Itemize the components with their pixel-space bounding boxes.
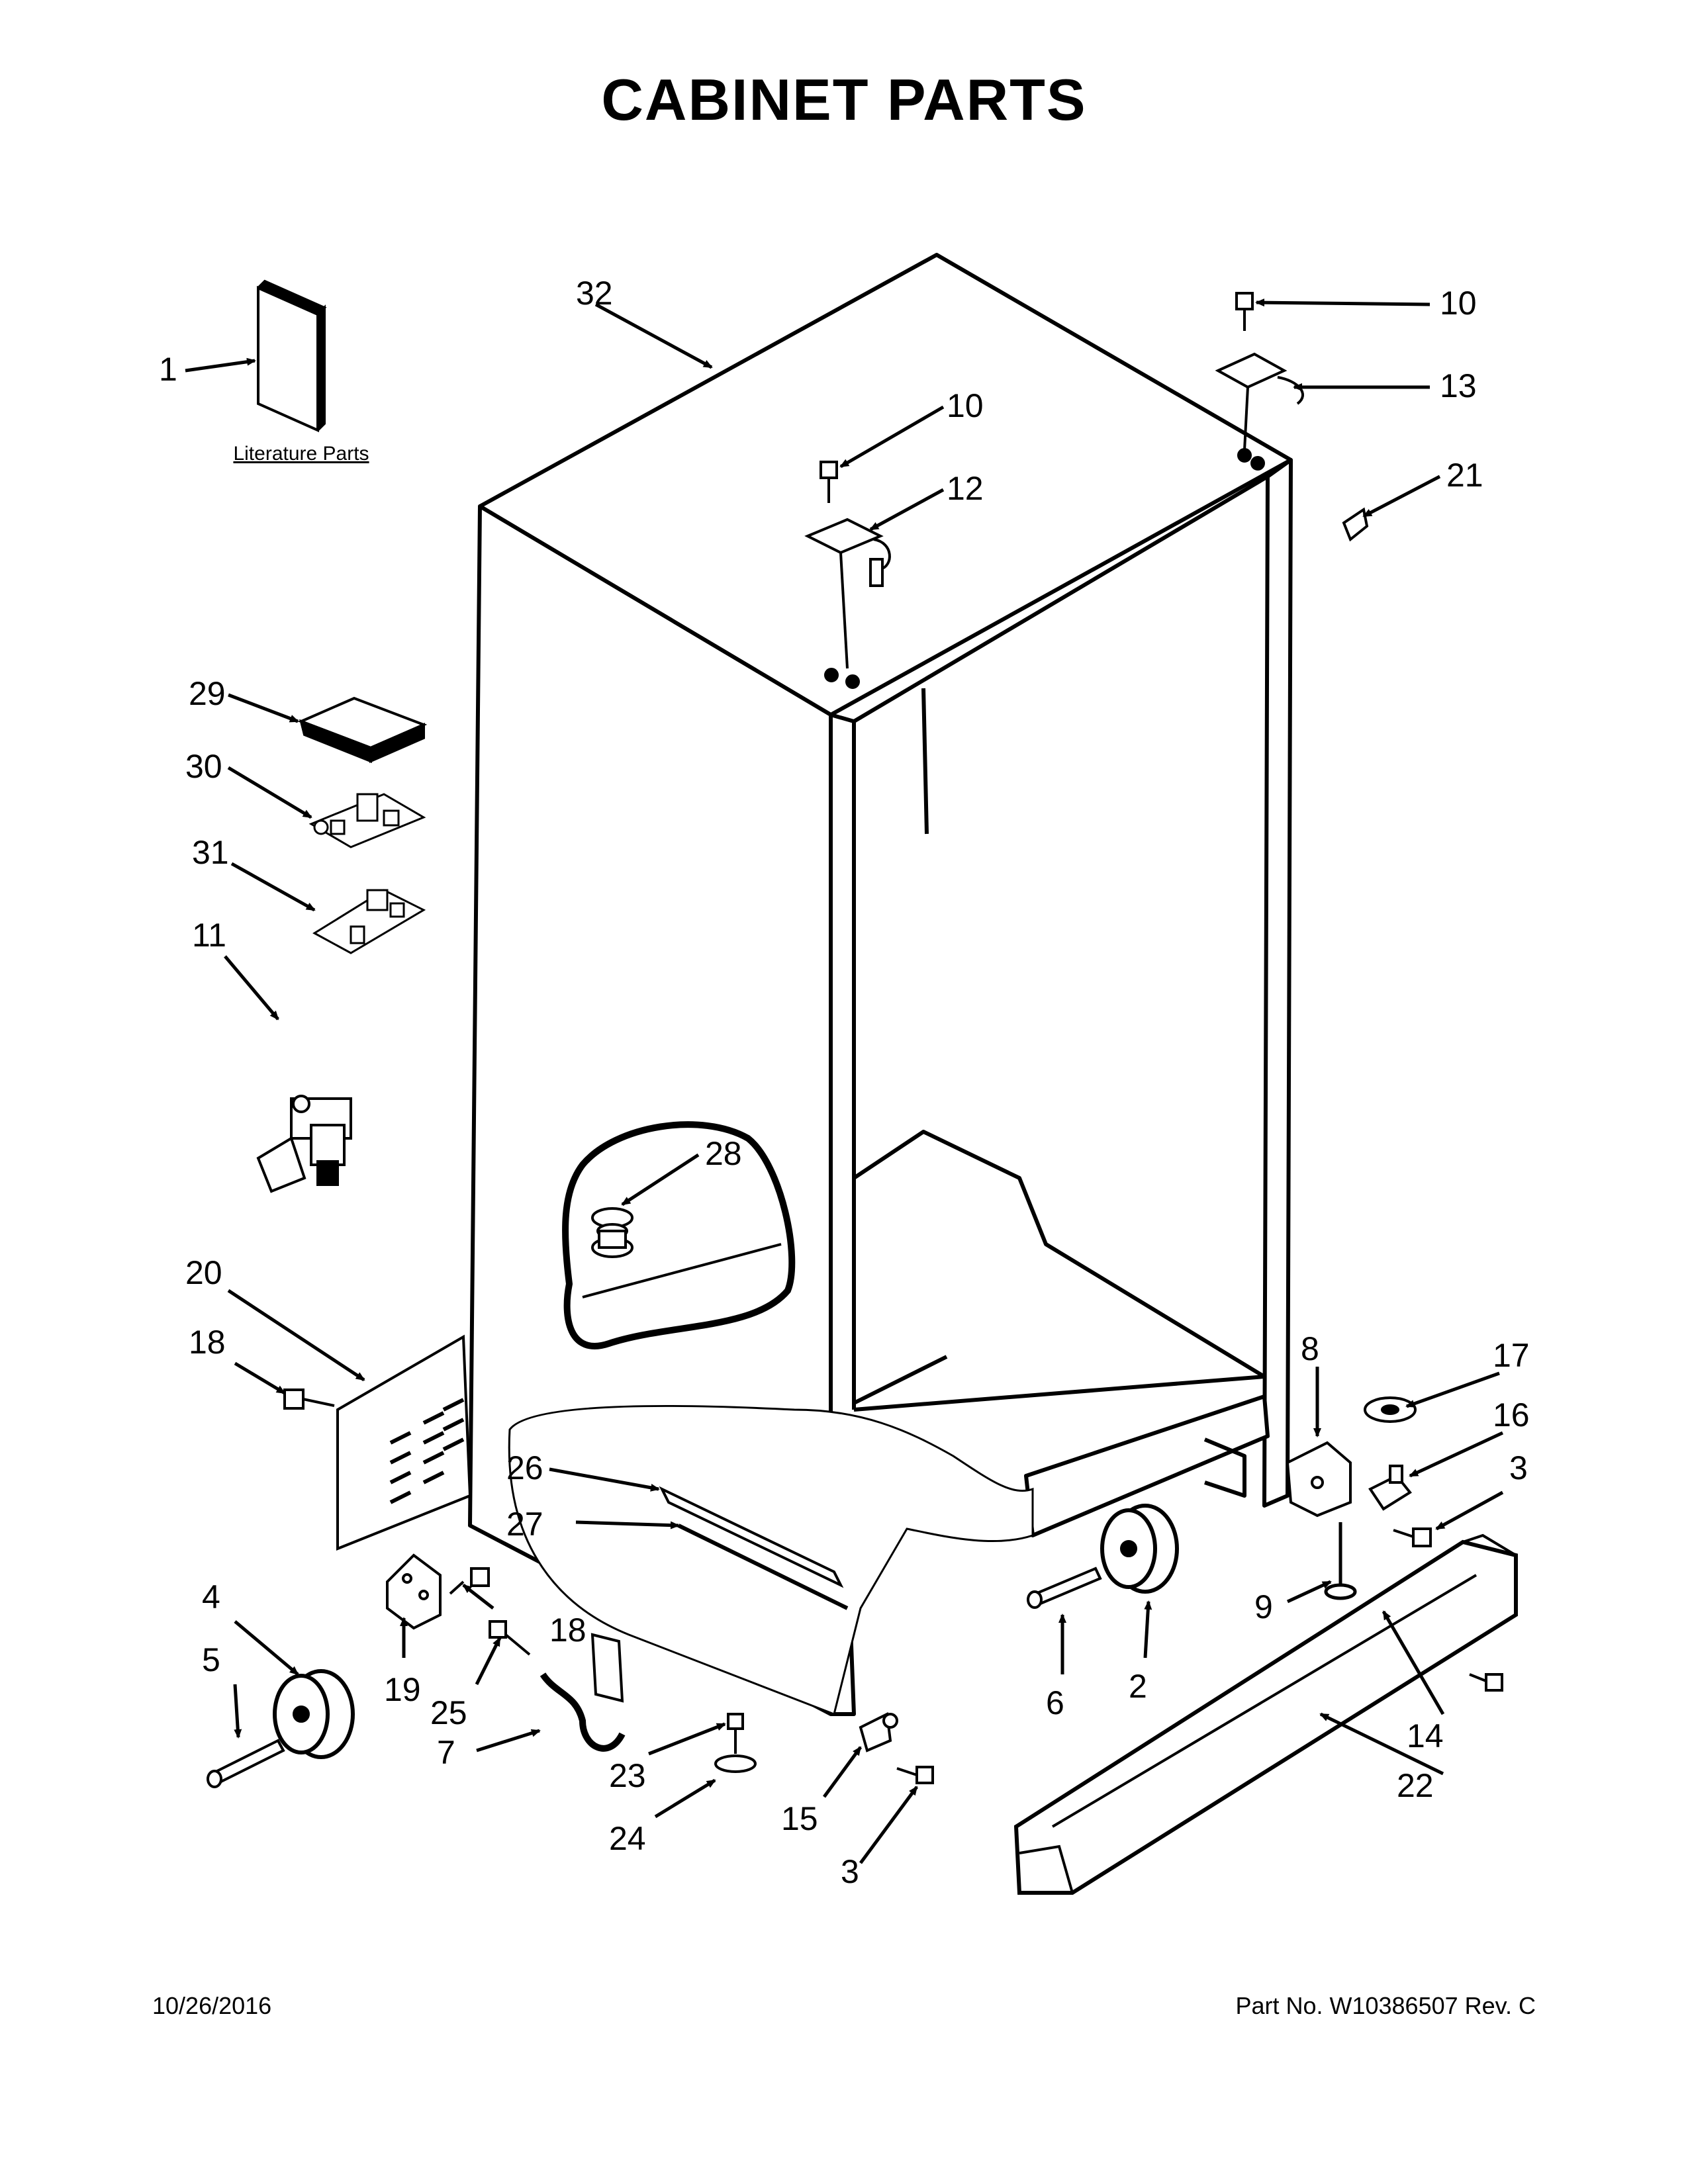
callout-12: 12 — [947, 470, 984, 507]
base-rail-22 — [1013, 1533, 1518, 1895]
drain-grommet — [591, 1207, 633, 1258]
callout-25: 25 — [430, 1694, 467, 1731]
callout-10b: 10 — [947, 387, 984, 424]
clip-21 — [1342, 507, 1369, 542]
screw-3b — [1393, 1527, 1432, 1547]
leader-lines — [185, 298, 1504, 1864]
axle-5 — [207, 1739, 285, 1788]
callout-14: 14 — [1407, 1717, 1444, 1754]
stop-15 — [859, 1711, 898, 1752]
callout-24: 24 — [609, 1820, 646, 1857]
screw-18b — [449, 1567, 490, 1595]
top-hinge-13 — [1215, 352, 1304, 451]
callout-31: 31 — [192, 834, 229, 871]
callout-20: 20 — [185, 1254, 222, 1291]
callout-10a: 10 — [1440, 285, 1477, 322]
callout-16: 16 — [1493, 1396, 1530, 1433]
tube-27 — [677, 1524, 849, 1610]
callout-18b: 18 — [549, 1612, 586, 1649]
callout-11: 11 — [192, 917, 226, 954]
screw-10a — [820, 461, 838, 503]
callout-6: 6 — [1046, 1684, 1064, 1721]
literature-parts-label: Literature Parts — [233, 443, 369, 465]
rear-access-panel — [336, 1334, 472, 1551]
callout-9: 9 — [1254, 1588, 1273, 1625]
screw-3a — [896, 1766, 934, 1784]
callout-4: 4 — [202, 1578, 220, 1615]
callout-15: 15 — [781, 1800, 818, 1837]
callout-5: 5 — [202, 1641, 220, 1678]
cutaway-view-lower — [508, 1404, 1034, 1716]
callout-labels: 1 2 3 3 4 5 6 7 8 9 10 10 11 12 13 14 15… — [159, 275, 1530, 1890]
callout-13: 13 — [1440, 367, 1477, 404]
leveler-23-24 — [714, 1713, 757, 1773]
tube-26 — [659, 1486, 844, 1588]
leveling-leg-9 — [1324, 1522, 1357, 1600]
control-cover — [297, 696, 428, 764]
callout-18a: 18 — [189, 1324, 226, 1361]
callout-17: 17 — [1493, 1337, 1530, 1374]
callout-29: 29 — [189, 675, 226, 712]
bracket-16 — [1368, 1465, 1412, 1511]
washer-17 — [1364, 1396, 1417, 1423]
callout-7: 7 — [437, 1734, 455, 1771]
cutaway-view-upper — [562, 1121, 796, 1349]
bracket-19 — [386, 1553, 442, 1630]
callout-21: 21 — [1446, 457, 1483, 494]
screw-18a — [283, 1388, 335, 1410]
callout-22: 22 — [1397, 1767, 1434, 1804]
footer-part-number: Part No. W10386507 Rev. C — [1235, 1992, 1536, 2019]
control-board-30 — [308, 793, 426, 848]
page-title: CABINET PARTS — [601, 67, 1087, 132]
callout-23: 23 — [609, 1757, 646, 1794]
footer-date: 10/26/2016 — [152, 1992, 272, 2019]
callout-1: 1 — [159, 351, 177, 388]
callout-30: 30 — [185, 748, 222, 785]
bracket-8 — [1286, 1441, 1352, 1518]
callout-3: 3 — [1509, 1449, 1528, 1486]
water-valve — [256, 1095, 352, 1193]
callout-3b: 3 — [841, 1853, 859, 1890]
callout-28: 28 — [705, 1135, 742, 1172]
callout-2: 2 — [1129, 1668, 1147, 1705]
callout-8: 8 — [1301, 1330, 1319, 1367]
callout-27: 27 — [506, 1506, 543, 1543]
callout-26: 26 — [506, 1449, 543, 1486]
top-hinge-12 — [804, 518, 891, 669]
roller-wheel-2 — [1100, 1504, 1179, 1594]
axle-6 — [1027, 1567, 1102, 1609]
control-board-31 — [312, 889, 426, 954]
literature-booklet — [257, 279, 327, 433]
roller-wheel-4 — [273, 1669, 355, 1759]
callout-19: 19 — [384, 1671, 421, 1708]
screw-14 — [1469, 1673, 1503, 1692]
callout-32: 32 — [576, 275, 613, 312]
screw-10b — [1235, 292, 1254, 331]
